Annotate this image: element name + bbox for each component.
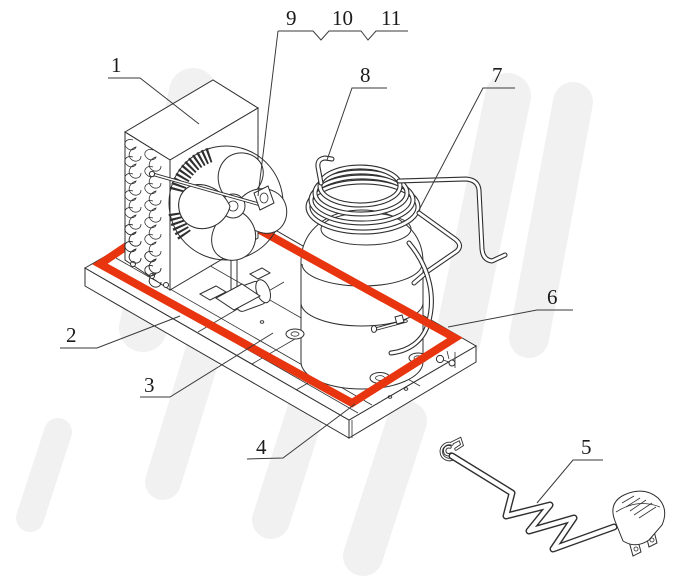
watermark-shape: [145, 328, 223, 500]
watermark-shape: [509, 82, 593, 358]
leader-2: [60, 315, 181, 349]
process-tube: [370, 314, 408, 333]
leader-5: [536, 459, 603, 504]
callout-label-5: 5: [581, 435, 592, 459]
callout-label-10: 10: [332, 6, 353, 30]
condenser-outlet-pipe: [148, 170, 275, 211]
callout-label-3: 3: [144, 373, 155, 397]
callout-label-1: 1: [111, 53, 122, 77]
compressor-foot: [285, 328, 305, 340]
power-plug: [612, 490, 666, 557]
watermark-shape: [343, 401, 427, 576]
callout-leader-lines: [60, 30, 603, 504]
callout-label-9: 9: [286, 6, 297, 30]
plate-hole: [387, 395, 393, 399]
leader-8: [326, 87, 387, 161]
tube-fitting: [163, 282, 169, 288]
callout-label-8: 8: [360, 63, 371, 87]
condenser-left-face: [124, 131, 171, 291]
leader-4: [246, 403, 356, 460]
leader-9-10-11: [257, 30, 279, 197]
leader-3: [140, 332, 274, 398]
leader-7: [417, 87, 515, 213]
plug-grip-ribs: [621, 495, 657, 519]
bracket-foot: [198, 285, 228, 301]
fan-motor-bracket: [198, 232, 272, 311]
plate-hole: [403, 387, 409, 391]
fan-hatch-shading: [169, 147, 213, 194]
leader-6: [447, 309, 573, 328]
callout-label-6: 6: [547, 285, 558, 309]
bracket-base: [215, 283, 261, 311]
watermark-shape: [435, 73, 531, 361]
power-cord: [439, 437, 666, 557]
leader-1: [108, 77, 200, 125]
plate-hole: [259, 320, 265, 324]
watermark-shape: [16, 418, 72, 532]
leader-9-10-11-underline: [278, 30, 408, 41]
fan-hatch-shading: [168, 211, 193, 242]
pipe-mount-plate: [253, 185, 275, 211]
callout-label-7: 7: [492, 63, 503, 87]
callout-label-2: 2: [66, 323, 77, 347]
callout-label-11: 11: [381, 6, 402, 30]
plate-stud: [435, 350, 456, 367]
bracket-foot: [248, 267, 272, 280]
callout-label-4: 4: [256, 435, 267, 459]
